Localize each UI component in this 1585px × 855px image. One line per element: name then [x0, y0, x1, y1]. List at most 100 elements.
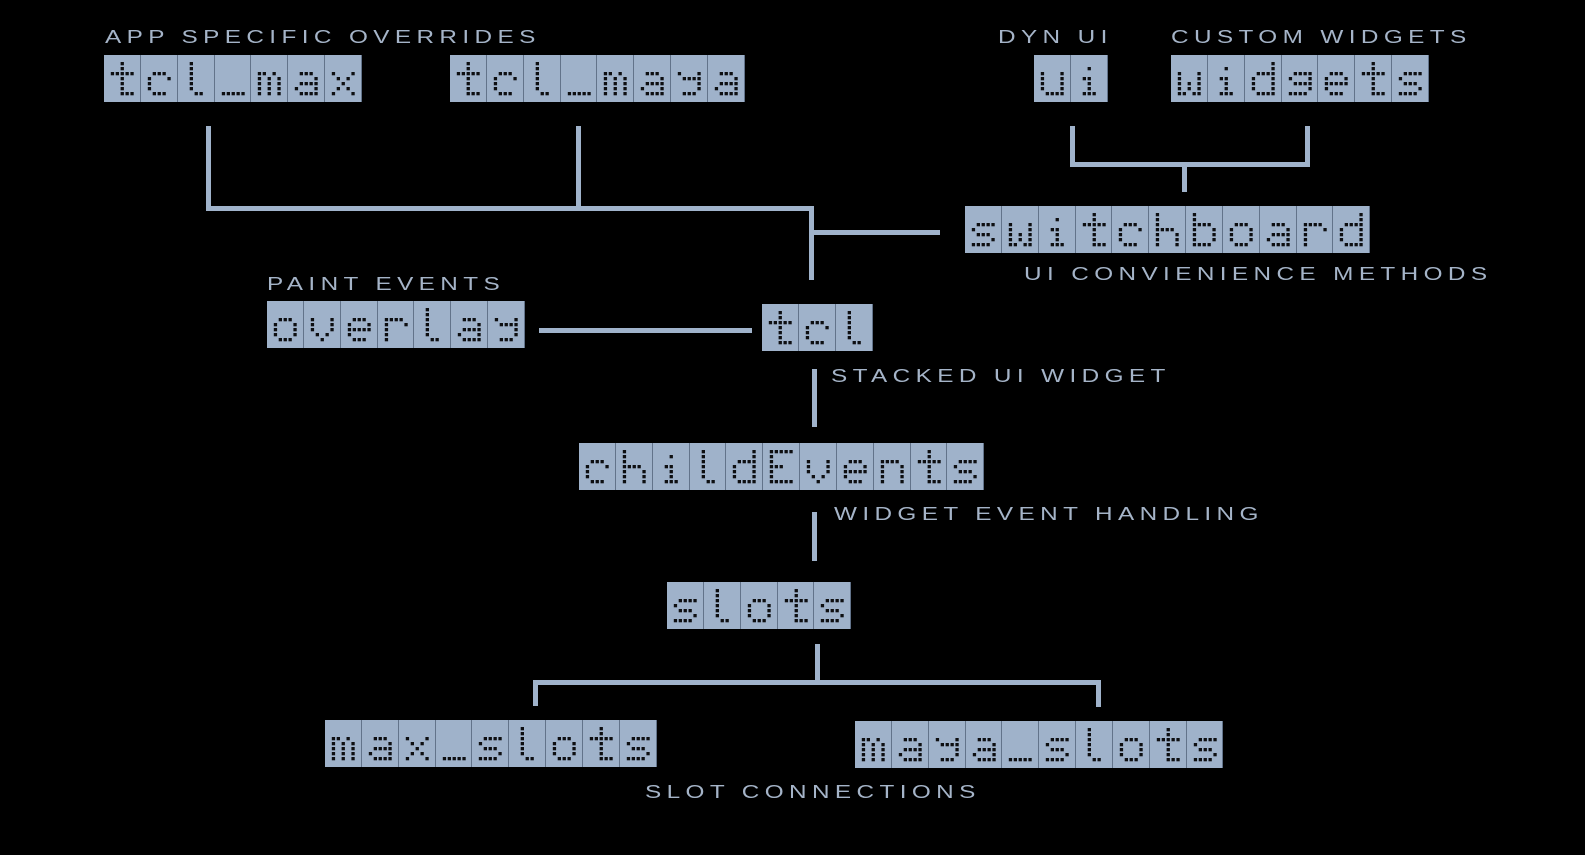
lcd-char-cell: a — [966, 721, 1003, 768]
lcd-char-cell: a — [288, 55, 326, 102]
dot-matrix-glyph — [295, 72, 318, 96]
connector-overrides-bus — [206, 206, 814, 211]
lcd-char-cell: x — [325, 55, 362, 102]
node-ui: ui — [1034, 55, 1108, 102]
dot-matrix-glyph — [604, 72, 628, 96]
lcd-char-cell: c — [579, 443, 616, 490]
node-tcl-max: tcl_max — [104, 55, 362, 102]
caption-slot-connections: SLOT CONNECTIONS — [645, 782, 981, 802]
lcd-char-cell: i — [1071, 55, 1108, 102]
connector-switchboard-to-tcl — [809, 230, 940, 235]
lcd-char-cell: l — [524, 55, 561, 102]
lcd-char-cell: o — [267, 301, 304, 348]
dot-matrix-glyph — [768, 311, 792, 345]
lcd-char-cell: i — [1208, 55, 1245, 102]
dot-matrix-glyph — [821, 599, 845, 623]
lcd-char-cell: s — [620, 720, 657, 767]
dot-matrix-glyph — [1008, 223, 1032, 247]
dot-matrix-glyph — [479, 737, 503, 761]
dot-matrix-glyph — [954, 460, 978, 484]
lcd-char-cell: t — [583, 720, 620, 767]
dot-matrix-glyph — [714, 72, 738, 96]
dot-matrix-glyph — [1266, 223, 1290, 247]
dot-matrix-glyph — [1050, 218, 1064, 247]
lcd-char-cell: e — [1318, 55, 1356, 102]
lcd-char-cell: _ — [1002, 721, 1040, 768]
dot-matrix-glyph — [1082, 67, 1096, 96]
dot-matrix-glyph — [310, 318, 334, 342]
dot-matrix-glyph — [384, 318, 408, 342]
lcd-char-cell: a — [362, 720, 399, 767]
dot-matrix-glyph — [770, 450, 793, 484]
lcd-char-cell: c — [799, 304, 836, 351]
dot-matrix-glyph — [880, 460, 904, 484]
dot-matrix-glyph — [1398, 72, 1422, 96]
lcd-char-cell: t — [1355, 55, 1393, 102]
dot-matrix-glyph — [1040, 72, 1064, 96]
dot-matrix-glyph — [715, 589, 729, 623]
lcd-char-cell: d — [1245, 55, 1282, 102]
lcd-char-cell: a — [451, 301, 489, 348]
dot-matrix-glyph — [368, 737, 392, 761]
lcd-char-cell: v — [304, 301, 341, 348]
caption-app-specific-overrides: APP SPECIFIC OVERRIDES — [105, 27, 541, 47]
connector-tcl-maya-down — [576, 126, 581, 210]
lcd-char-cell: r — [378, 301, 415, 348]
lcd-char-cell: g — [1282, 55, 1319, 102]
dot-matrix-glyph — [664, 455, 678, 484]
node-tcl-maya: tcl_maya — [450, 55, 745, 102]
dot-matrix-glyph — [1119, 223, 1143, 247]
dot-matrix-glyph — [806, 460, 830, 484]
lcd-char-cell: m — [251, 55, 289, 102]
dot-matrix-glyph — [1156, 728, 1180, 762]
lcd-char-cell: l — [509, 720, 547, 767]
lcd-char-cell: d — [1333, 206, 1371, 253]
dot-matrix-glyph — [847, 311, 861, 345]
dot-matrix-glyph — [589, 727, 613, 761]
dot-matrix-glyph — [1340, 213, 1364, 247]
node-maya-slots: maya_slots — [855, 721, 1224, 768]
dot-matrix-glyph — [1251, 62, 1275, 96]
lcd-char-cell: o — [546, 720, 583, 767]
dot-matrix-glyph — [442, 757, 466, 761]
dot-matrix-glyph — [535, 62, 549, 96]
dot-matrix-glyph — [1219, 67, 1233, 96]
lcd-char-cell: o — [1113, 721, 1150, 768]
lcd-char-cell: l — [1076, 721, 1113, 768]
lcd-char-cell: s — [947, 443, 985, 490]
dot-matrix-glyph — [456, 62, 480, 96]
dot-matrix-glyph — [552, 737, 576, 761]
lcd-char-cell: h — [616, 443, 653, 490]
caption-stacked-ui-widget: STACKED UI WIDGET — [831, 366, 1171, 386]
dot-matrix-glyph — [701, 450, 715, 484]
lcd-char-cell: r — [1297, 206, 1334, 253]
dot-matrix-glyph — [917, 450, 941, 484]
lcd-char-cell: e — [837, 443, 874, 490]
lcd-char-cell: t — [911, 443, 948, 490]
dot-matrix-glyph — [347, 318, 371, 342]
lcd-char-cell: t — [762, 304, 799, 351]
lcd-char-cell: b — [1186, 206, 1223, 253]
lcd-char-cell: l — [690, 443, 727, 490]
lcd-char-cell: m — [855, 721, 892, 768]
lcd-char-cell: a — [892, 721, 929, 768]
dot-matrix-glyph — [843, 460, 867, 484]
node-overlay: overlay — [267, 301, 525, 348]
dot-matrix-glyph — [641, 72, 664, 96]
dot-matrix-glyph — [747, 599, 771, 623]
lcd-char-cell: s — [667, 582, 704, 629]
connector-bus-to-switchboard — [1182, 162, 1187, 192]
dot-matrix-glyph — [1119, 738, 1143, 762]
lcd-char-cell: _ — [215, 55, 252, 102]
lcd-char-cell: _ — [561, 55, 598, 102]
dot-matrix-glyph — [221, 92, 245, 96]
lcd-char-cell: t — [104, 55, 141, 102]
connector-widgets-down — [1305, 126, 1310, 167]
dot-matrix-glyph — [935, 738, 959, 762]
lcd-char-cell: a — [1260, 206, 1297, 253]
dot-matrix-glyph — [898, 738, 922, 762]
dot-matrix-glyph — [567, 92, 591, 96]
dot-matrix-glyph — [331, 737, 355, 761]
dot-matrix-glyph — [1082, 213, 1106, 247]
lcd-char-cell: l — [704, 582, 741, 629]
